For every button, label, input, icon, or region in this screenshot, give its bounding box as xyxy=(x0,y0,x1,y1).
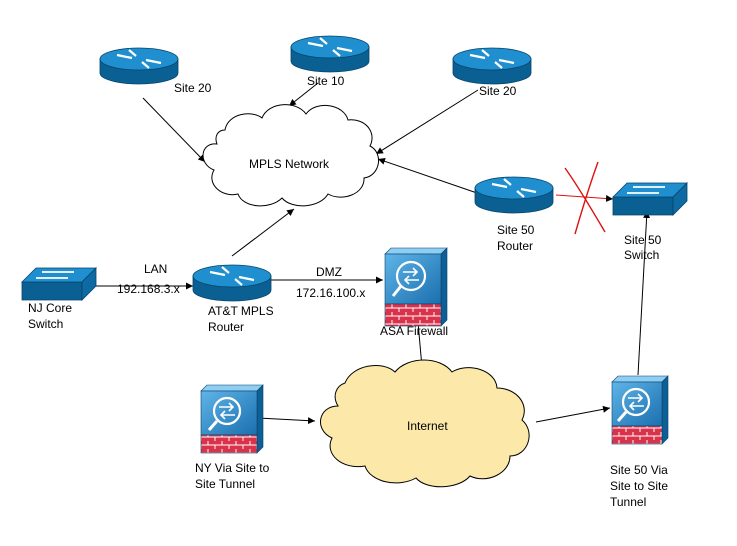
switch-nj-core[interactable] xyxy=(21,267,97,301)
label-ny-line1: NY Via Site to xyxy=(195,461,270,475)
router-att-mpls[interactable] xyxy=(192,264,272,302)
connections xyxy=(95,82,651,425)
label-nj-core-line2: Switch xyxy=(28,317,63,331)
label-site20-left: Site 20 xyxy=(174,81,212,95)
link-ny-to-internet xyxy=(257,417,316,425)
label-site50-router-line1: Site 50 xyxy=(497,223,535,237)
switch-icon xyxy=(21,267,97,301)
asa-firewall-icon xyxy=(611,375,669,445)
router-icon xyxy=(290,35,370,73)
mpls-cloud xyxy=(202,104,379,207)
router-icon xyxy=(474,176,554,214)
router-site20-left[interactable] xyxy=(99,47,179,85)
label-site50-switch-line2: Switch xyxy=(624,248,659,262)
cloud-icon xyxy=(320,359,530,488)
switch-site50[interactable] xyxy=(612,182,688,216)
router-icon xyxy=(192,264,272,302)
label-site50-fw-line1: Site 50 Via xyxy=(610,463,668,477)
asa-firewall-icon xyxy=(200,384,264,454)
link-site50-router-to-mpls xyxy=(377,157,478,194)
label-site50-fw-line2: Site to Site xyxy=(610,479,668,493)
firewall-site50[interactable] xyxy=(611,375,669,445)
labels: Site 20 Site 10 Site 20 MPLS Network Sit… xyxy=(28,74,668,509)
label-site50-fw-line3: Tunnel xyxy=(610,495,646,509)
router-site10[interactable] xyxy=(290,35,370,73)
label-lan-subnet: 192.168.3.x xyxy=(117,282,180,296)
router-site50[interactable] xyxy=(474,176,554,214)
broken-link-x-mark xyxy=(564,161,606,235)
label-mpls-network: MPLS Network xyxy=(249,157,330,171)
link-site50-fw-to-switch xyxy=(637,210,651,376)
link-internet-to-site50-fw xyxy=(535,405,611,423)
switch-icon xyxy=(612,182,688,216)
label-lan: LAN xyxy=(144,262,167,276)
router-icon xyxy=(99,47,179,85)
asa-firewall-icon xyxy=(384,247,448,327)
label-asa-firewall: ASA Firewall xyxy=(380,324,448,338)
label-att-line1: AT&T MPLS xyxy=(208,304,274,318)
internet-cloud xyxy=(320,359,530,488)
label-dmz-subnet: 172.16.100.x xyxy=(296,286,365,300)
label-internet: Internet xyxy=(407,419,448,433)
label-nj-core-line1: NJ Core xyxy=(28,301,72,315)
link-site20-right-to-mpls xyxy=(375,89,479,155)
cloud-icon xyxy=(202,104,379,207)
label-dmz: DMZ xyxy=(316,265,342,279)
firewall-asa[interactable] xyxy=(384,247,448,327)
label-ny-line2: Site Tunnel xyxy=(195,477,255,491)
label-site20-right: Site 20 xyxy=(479,84,517,98)
label-site50-router-line2: Router xyxy=(497,239,533,253)
link-att-to-mpls xyxy=(231,208,295,257)
label-att-line2: Router xyxy=(208,320,244,334)
label-site10: Site 10 xyxy=(307,74,345,88)
link-site20-left-to-mpls xyxy=(142,97,206,163)
firewall-ny[interactable] xyxy=(200,384,264,454)
label-site50-switch-line1: Site 50 xyxy=(624,233,662,247)
link-site10-to-mpls xyxy=(288,82,319,107)
router-site20-right[interactable] xyxy=(452,47,532,85)
router-icon xyxy=(452,47,532,85)
